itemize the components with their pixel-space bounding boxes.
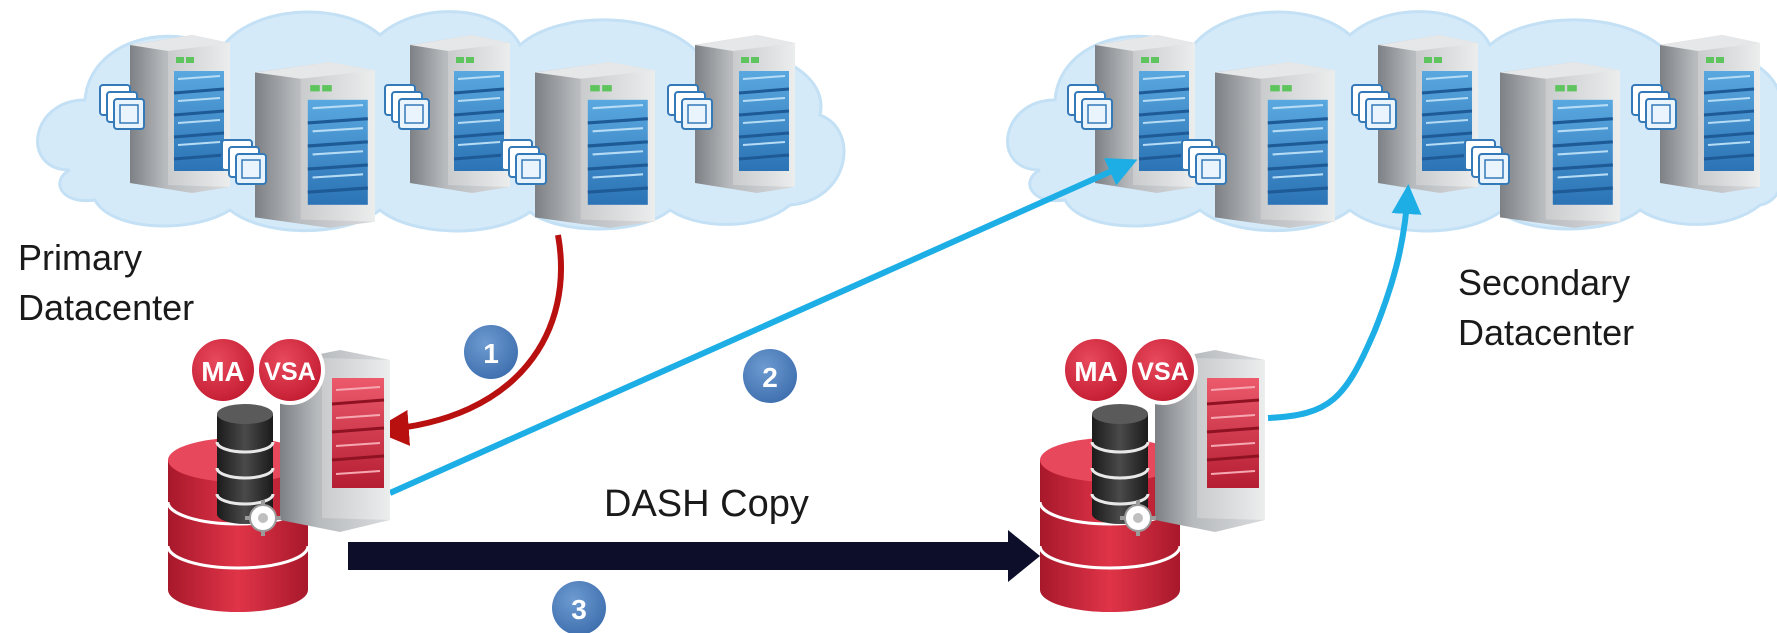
ma-badge: MA bbox=[188, 335, 258, 405]
ma-badge-label: MA bbox=[1074, 356, 1118, 387]
secondary-label-line2: Datacenter bbox=[1458, 312, 1635, 353]
primary-label-line2: Datacenter bbox=[18, 287, 195, 328]
step-2-badge: 2 bbox=[743, 349, 797, 403]
ma-badge: MA bbox=[1061, 335, 1131, 405]
vsa-badge-label: VSA bbox=[1137, 358, 1188, 386]
secondary-server-tower bbox=[1498, 60, 1622, 230]
secondary-label-line1: Secondary bbox=[1458, 262, 1631, 303]
dash-copy-arrow bbox=[348, 530, 1040, 582]
primary-server-tower bbox=[533, 60, 657, 230]
step2-arrow bbox=[388, 158, 1138, 496]
primary-label-line1: Primary bbox=[18, 237, 142, 278]
primary-server-tower bbox=[253, 60, 377, 230]
step-1-badge: 1 bbox=[464, 325, 518, 379]
primary-datacenter-label: Primary Datacenter bbox=[18, 233, 194, 333]
dash-copy-label: DASH Copy bbox=[604, 483, 809, 525]
vsa-badge: VSA bbox=[1128, 335, 1198, 405]
step-2-label: 2 bbox=[762, 362, 778, 393]
secondary-server-tower bbox=[1213, 60, 1337, 230]
step1-arrow bbox=[372, 234, 564, 446]
vsa-badge: VSA bbox=[255, 335, 325, 405]
step-3-badge: 3 bbox=[552, 581, 606, 633]
secondary-datacenter-label: Secondary Datacenter bbox=[1458, 258, 1634, 358]
step-1-label: 1 bbox=[483, 338, 499, 369]
secondary-restore-arrow bbox=[1267, 184, 1422, 421]
vsa-badge-label: VSA bbox=[264, 358, 315, 386]
ma-badge-label: MA bbox=[201, 356, 245, 387]
step-3-label: 3 bbox=[571, 594, 587, 625]
